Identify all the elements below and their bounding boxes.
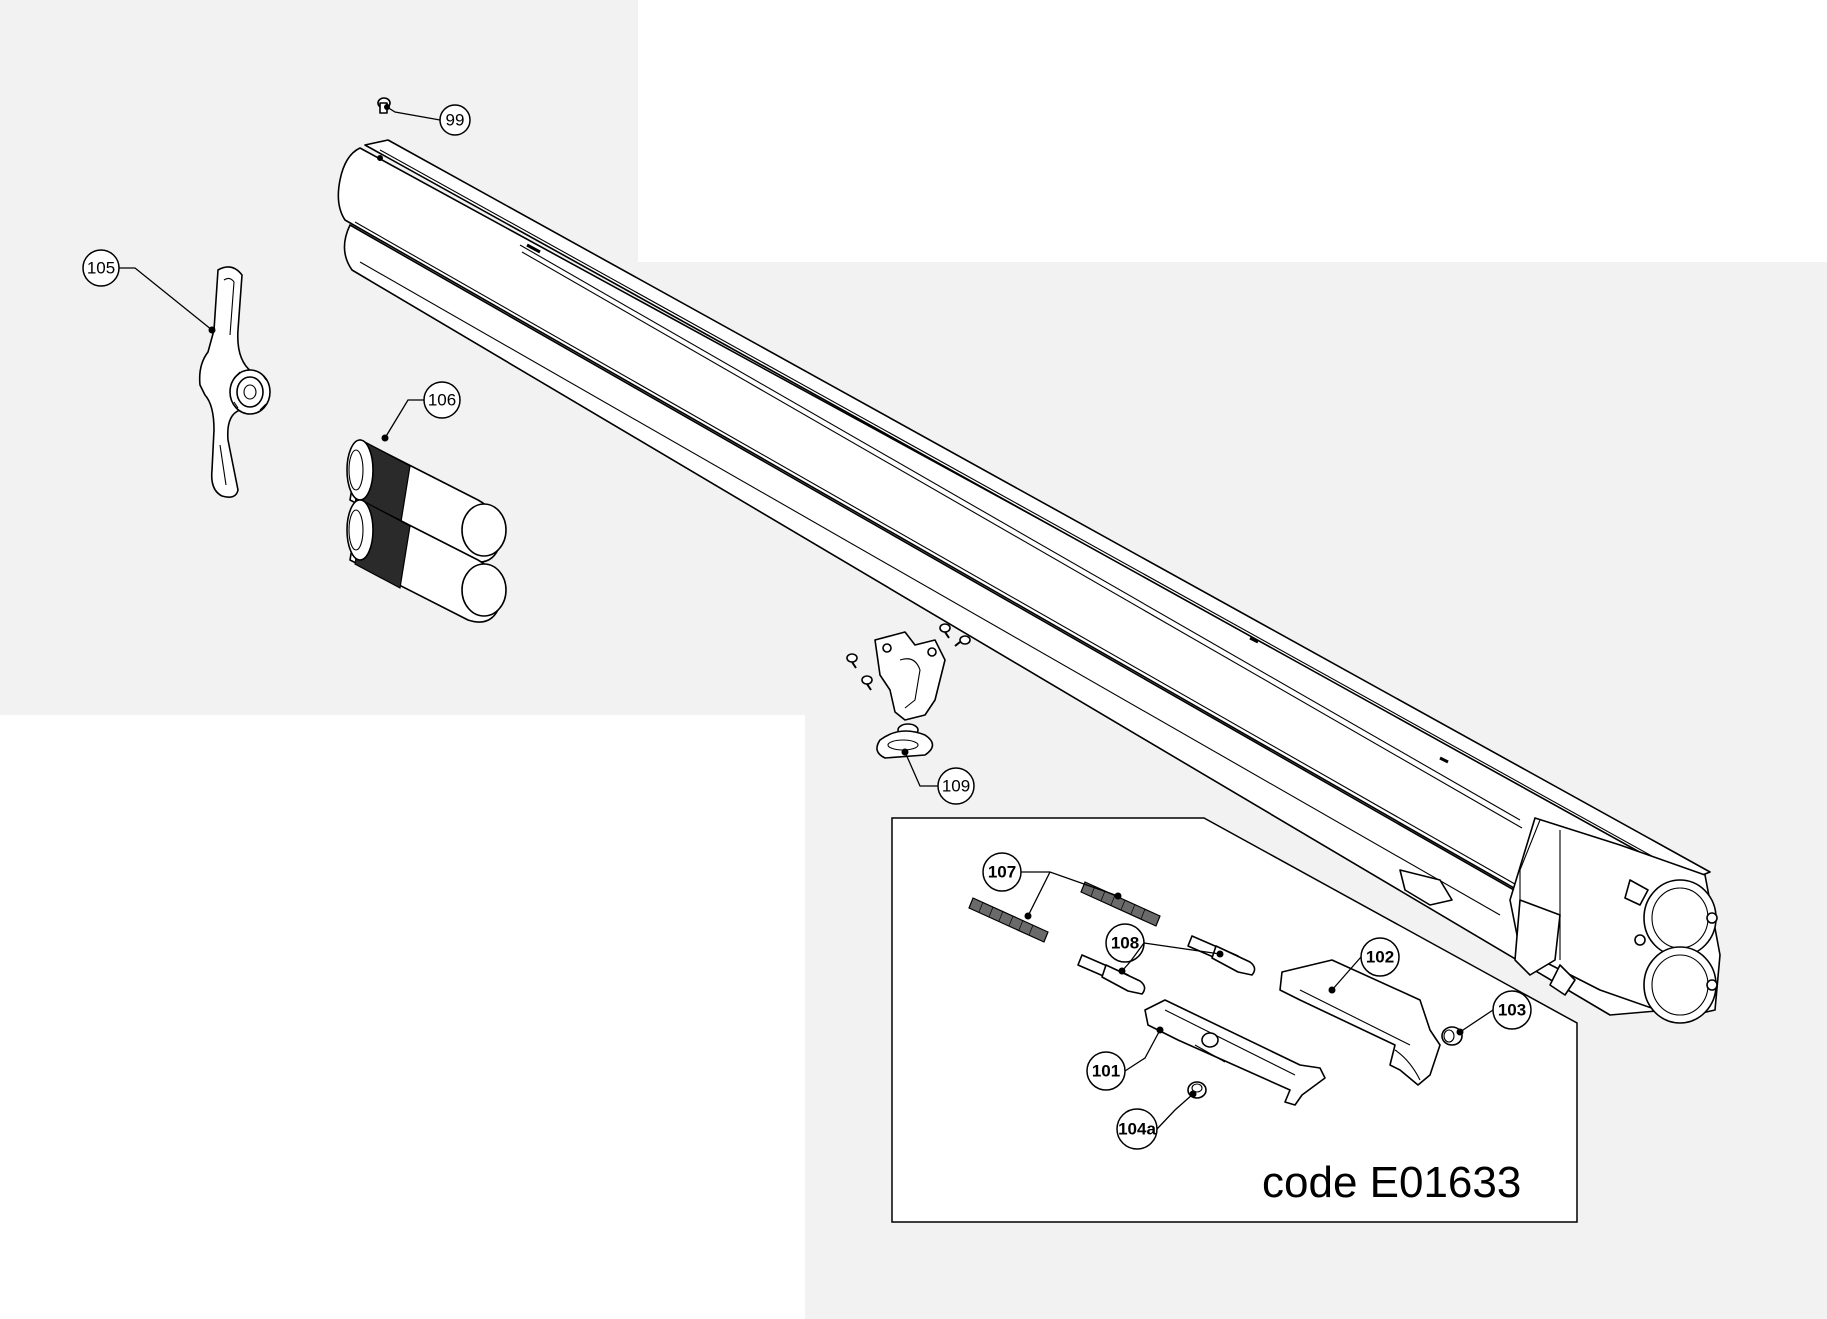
swivel-screws xyxy=(846,623,971,691)
callout-106-text: 106 xyxy=(428,391,456,410)
code-label: code E01633 xyxy=(1262,1158,1521,1207)
part-102-ejector xyxy=(1279,959,1441,1086)
part-105-choke-wrench xyxy=(198,266,271,498)
part-101-ejector xyxy=(1144,999,1326,1106)
part-109-sling-swivel xyxy=(846,623,971,759)
callout-102-text: 102 xyxy=(1366,948,1394,967)
barrel-assembly xyxy=(337,139,1721,1024)
callout-99-text: 99 xyxy=(446,111,465,130)
part-106-chokes xyxy=(346,439,507,623)
callout-109-text: 109 xyxy=(942,777,970,796)
part-107-springs xyxy=(968,881,1161,943)
detail-inset: 107 108 102 103 101 xyxy=(891,817,1578,1223)
callout-101-text: 101 xyxy=(1092,1062,1120,1081)
inset-callouts: 107 108 102 103 101 xyxy=(982,852,1532,1150)
callout-107-text: 107 xyxy=(988,863,1016,882)
callout-105-text: 105 xyxy=(87,259,115,278)
main-callouts: 99 105 106 109 xyxy=(82,104,975,805)
callout-108-text: 108 xyxy=(1111,934,1139,953)
callout-104a-text: 104a xyxy=(1118,1120,1156,1139)
callout-103-text: 103 xyxy=(1498,1001,1526,1020)
